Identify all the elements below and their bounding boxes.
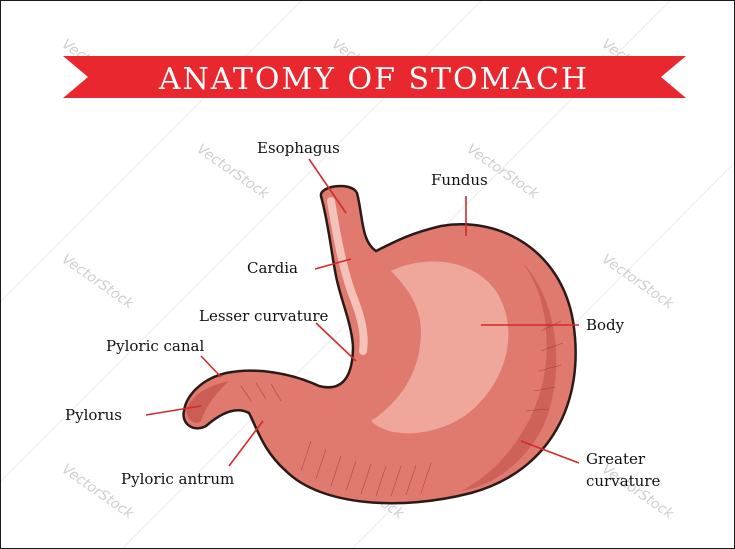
label-fundus: Fundus (431, 171, 488, 189)
label-lesser-curvature: Lesser curvature (199, 307, 329, 325)
leader-pyloric-antrum (229, 421, 263, 466)
stomach-illustration (184, 186, 576, 503)
title-banner: ANATOMY OF STOMACH (63, 56, 686, 98)
label-pyloric-canal: Pyloric canal (106, 337, 204, 355)
label-cardia: Cardia (247, 259, 298, 277)
label-body: Body (586, 316, 625, 334)
label-pylorus: Pylorus (65, 406, 122, 424)
watermark-6: VectorStock (59, 251, 137, 313)
label-greater-curvature-1: Greater (586, 450, 646, 468)
leader-pyloric-canal (201, 356, 221, 377)
watermark-11: VectorStock (599, 461, 677, 523)
label-pyloric-antrum: Pyloric antrum (121, 470, 234, 488)
label-greater-curvature-2: curvature (586, 472, 661, 490)
page-title: ANATOMY OF STOMACH (158, 62, 589, 97)
label-esophagus: Esophagus (257, 139, 340, 157)
